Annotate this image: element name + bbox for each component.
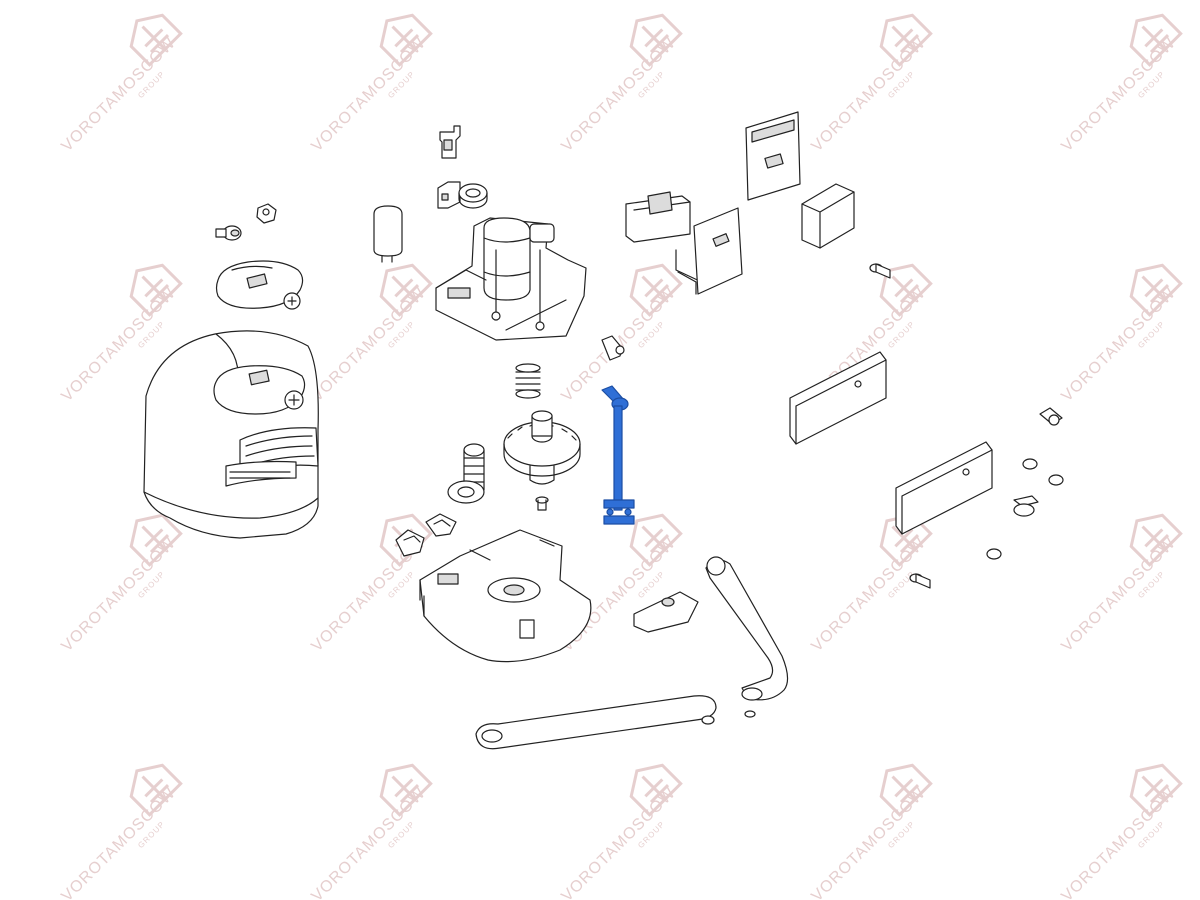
watermark-logo xyxy=(129,513,183,567)
watermark-logo xyxy=(629,513,683,567)
watermark-logo xyxy=(1129,513,1183,567)
clamp-right xyxy=(425,513,457,537)
watermark-logo xyxy=(129,13,183,67)
watermark-logo xyxy=(379,763,433,817)
watermark-text: VOROTAMOSCOW xyxy=(1058,34,1179,155)
nut-b xyxy=(1048,474,1064,486)
operator-cover xyxy=(143,330,319,539)
washer xyxy=(986,548,1002,560)
watermark-text: VOROTAMOSCOW xyxy=(58,784,179,900)
release-knob-cover xyxy=(215,260,304,310)
watermark-logo xyxy=(629,263,683,317)
watermark-logo xyxy=(1129,13,1183,67)
watermark-logo xyxy=(379,13,433,67)
clamp-left xyxy=(395,529,425,557)
watermark-logo xyxy=(629,13,683,67)
screw-small xyxy=(535,496,549,511)
gearmotor-assembly xyxy=(435,217,587,341)
watermark-text: VOROTAMOSCOW xyxy=(58,34,179,155)
watermark-text: VOROTAMOSCOW xyxy=(1058,784,1179,900)
watermark-text: VOROTAMOSCOW xyxy=(58,534,179,655)
watermark-logo xyxy=(879,13,933,67)
screw-lower xyxy=(909,573,931,589)
display-board xyxy=(745,111,801,201)
nut-a xyxy=(1022,458,1038,470)
watermark-text: VOROTAMOSCOW xyxy=(558,784,679,900)
watermark-logo xyxy=(1129,263,1183,317)
stop-cam xyxy=(633,591,699,633)
watermark-logo xyxy=(879,263,933,317)
straight-arm xyxy=(475,695,717,750)
terminal-block-small xyxy=(437,181,461,209)
mounting-bracket-upper xyxy=(789,351,887,445)
watermark-logo xyxy=(879,763,933,817)
watermark-logo xyxy=(129,263,183,317)
watermark-logo xyxy=(379,263,433,317)
transformer xyxy=(625,191,707,285)
mounting-bracket-lower xyxy=(895,441,993,535)
watermark-logo xyxy=(629,763,683,817)
watermark-text: VOROTAMOSCOW xyxy=(808,534,929,655)
cover-cap-small xyxy=(256,203,277,224)
watermark-text: VOROTAMOSCOW xyxy=(1058,534,1179,655)
bearing-ring xyxy=(458,183,488,209)
watermark-text: VOROTAMOSCOW xyxy=(558,34,679,155)
watermark-text: VOROTAMOSCOW xyxy=(808,34,929,155)
watermark-text: VOROTAMOSCOW xyxy=(308,34,429,155)
connector-plug xyxy=(439,125,461,159)
cover-knob-small xyxy=(215,225,242,241)
base-plate xyxy=(419,529,592,663)
watermark-text: VOROTAMOSCOW xyxy=(308,784,429,900)
screw-right xyxy=(869,263,891,279)
capacitor xyxy=(373,205,403,263)
stop-block xyxy=(1013,495,1039,517)
watermark-text: VOROTAMOSCOW xyxy=(1058,284,1179,405)
encoder-module xyxy=(801,183,855,249)
release-lever xyxy=(601,335,625,361)
watermark-text: VOROTAMOSCOW xyxy=(808,784,929,900)
worm-shaft xyxy=(447,443,485,504)
output-gear xyxy=(503,410,581,485)
control-board xyxy=(677,207,743,295)
spring xyxy=(515,363,541,399)
watermark-text: VOROTAMOSCOW xyxy=(308,284,429,405)
watermark-logo xyxy=(129,763,183,817)
transmission-rod[interactable] xyxy=(601,385,635,525)
watermark-logo xyxy=(1129,763,1183,817)
curved-arm xyxy=(705,556,789,718)
wing-nut xyxy=(1039,407,1063,426)
